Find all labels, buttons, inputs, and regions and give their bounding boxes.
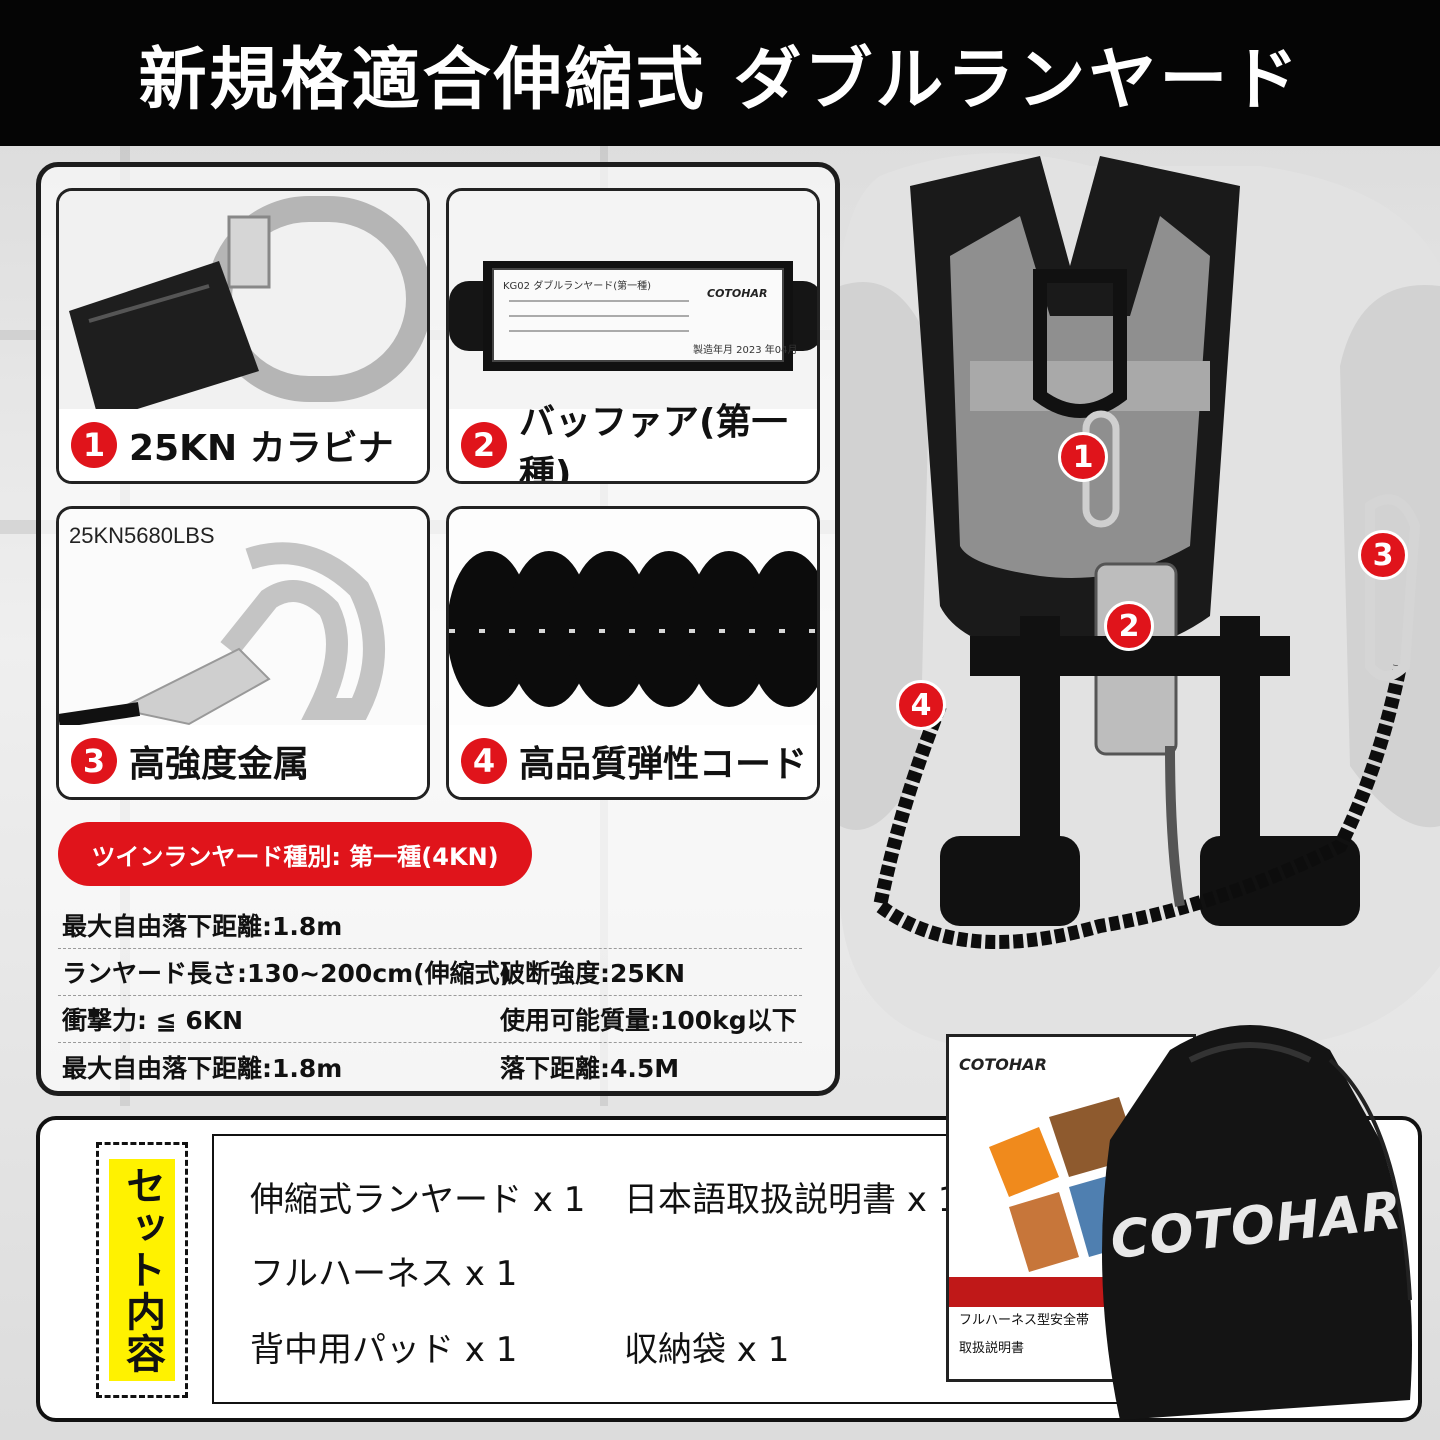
spec-right: 使用可能質量:100kg以下 — [500, 1006, 797, 1035]
set-tag-highlight: セット内容 — [109, 1159, 175, 1381]
card-label-carabiner: 1 25KN カラビナ — [59, 409, 427, 481]
hook-label: 高強度金属 — [129, 744, 310, 785]
number-badge: 4 — [461, 738, 507, 784]
buffer-image: KG02 ダブルランヤード(第一種) COTOHAR 製造年月 2023 年04… — [449, 191, 817, 421]
card-hook: 25KN5680LBS 3 高強度金属 — [56, 506, 430, 800]
title-banner: 新規格適合伸縮式 ダブルランヤード — [0, 0, 1440, 146]
harness-illustration — [840, 153, 1440, 1047]
buffer-label-date: 製造年月 2023 年04月 — [693, 345, 798, 356]
spec-row: 衝撃力: ≦ 6KN 使用可能質量:100kg以下 — [58, 996, 802, 1043]
marker-3: 3 — [1358, 530, 1408, 580]
cord-image — [449, 509, 817, 739]
manual-subtitle: 取扱説明書 — [959, 1341, 1025, 1356]
set-item: 背中用パッド x 1 — [250, 1330, 518, 1370]
buffer-label-brand: COTOHAR — [707, 287, 768, 300]
set-contents-tag: セット内容 — [96, 1142, 188, 1398]
hook-image: 25KN5680LBS — [59, 509, 427, 739]
card-label-hook: 3 高強度金属 — [59, 725, 427, 797]
harness-photo: 1 2 3 4 — [840, 146, 1440, 1106]
spec-left: 最大自由落下距離:1.8m — [62, 1053, 343, 1083]
spec-right: 落下距離:4.5M — [500, 1053, 680, 1083]
card-label-cord: 4 高品質弾性コード — [449, 725, 817, 797]
set-item: フルハーネス x 1 — [250, 1254, 518, 1294]
marker-1: 1 — [1058, 432, 1108, 482]
number-badge: 3 — [71, 738, 117, 784]
manual-title: フルハーネス型安全帯 — [959, 1313, 1090, 1328]
set-item: 伸縮式ランヤード x 1 — [250, 1180, 586, 1220]
buffer-label-line1: KG02 ダブルランヤード(第一種) — [503, 281, 652, 292]
spec-left: 衝撃力: ≦ 6KN — [62, 1006, 244, 1035]
manual-brand: COTOHAR — [959, 1055, 1047, 1074]
lanyard-type-pill: ツインランヤード種別: 第一種(4KN) — [58, 822, 532, 886]
spec-row: ランヤード長さ:130~200cm(伸縮式) 破断強度:25KN — [58, 949, 802, 996]
card-cord: 4 高品質弾性コード — [446, 506, 820, 800]
card-label-buffer: 2 バッファア(第一種) — [449, 402, 817, 481]
storage-bag — [1080, 1000, 1428, 1440]
page-title: 新規格適合伸縮式 ダブルランヤード — [138, 40, 1302, 120]
cord-label: 高品質弾性コード — [519, 744, 808, 785]
spec-row: 最大自由落下距離:1.8m — [58, 902, 802, 949]
card-carabiner: 1 25KN カラビナ — [56, 188, 430, 484]
spec-right: 破断強度:25KN — [500, 959, 686, 988]
number-badge: 2 — [461, 422, 507, 468]
buffer-label: バッファア(第一種) — [519, 402, 788, 484]
carabiner-image — [59, 191, 427, 421]
card-buffer: KG02 ダブルランヤード(第一種) COTOHAR 製造年月 2023 年04… — [446, 188, 820, 484]
marker-2: 2 — [1104, 601, 1154, 651]
set-tag-text: セット内容 — [119, 1165, 165, 1375]
spec-left: 最大自由落下距離:1.8m — [62, 912, 343, 941]
number-badge: 1 — [71, 422, 117, 468]
spec-row: 最大自由落下距離:1.8m 落下距離:4.5M — [58, 1043, 802, 1090]
spec-left: ランヤード長さ:130~200cm(伸縮式) — [62, 959, 512, 988]
set-item: 日本語取扱説明書 x 1 — [624, 1180, 960, 1220]
marker-4: 4 — [896, 680, 946, 730]
carabiner-label: 25KN カラビナ — [129, 428, 394, 469]
set-item: 収納袋 x 1 — [624, 1330, 790, 1370]
spec-list: 最大自由落下距離:1.8m ランヤード長さ:130~200cm(伸縮式) 破断強… — [58, 902, 802, 1090]
hook-caption: 25KN5680LBS — [69, 523, 215, 548]
